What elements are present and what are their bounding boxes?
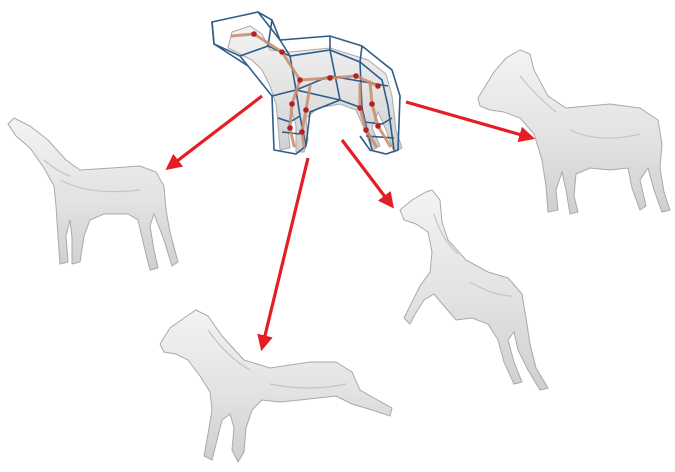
rest-pose-mesh <box>228 26 402 152</box>
horse-running <box>160 310 392 462</box>
rest-pose-horse <box>212 12 402 154</box>
arrow-to-head-raised <box>168 96 262 168</box>
horse-head-raised <box>8 118 178 270</box>
arrow-to-running <box>262 158 308 348</box>
horse-rearing <box>400 190 548 390</box>
arrow-to-rearing <box>342 140 392 206</box>
